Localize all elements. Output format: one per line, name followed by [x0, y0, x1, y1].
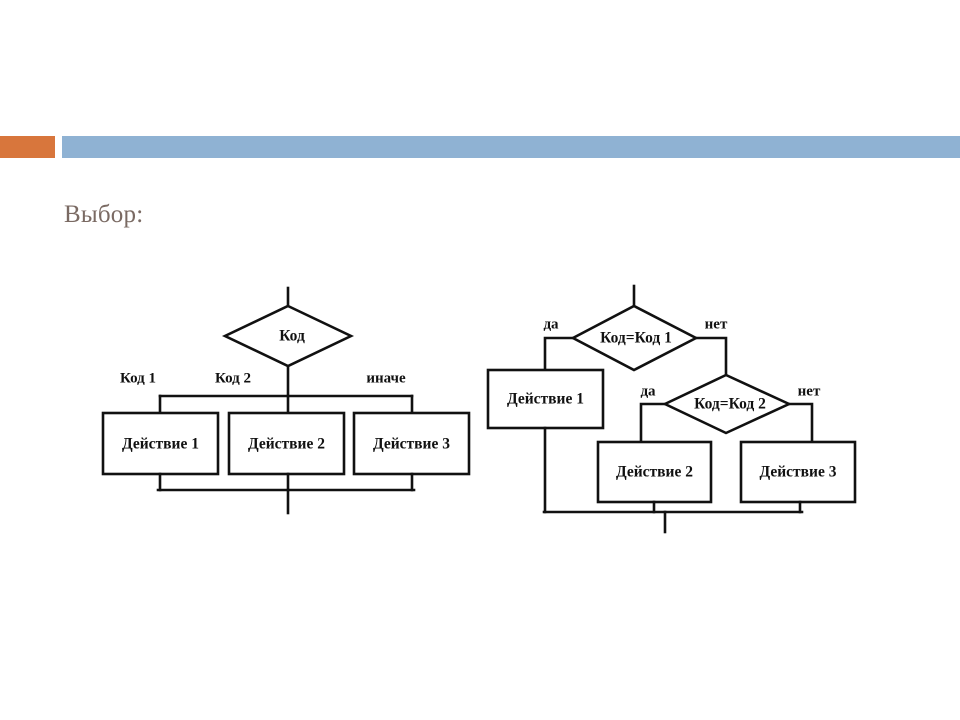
- right-action-box-2: [596, 440, 713, 504]
- left-branch-label-3: иначе: [366, 370, 406, 386]
- left-action-label-3: Действие 3: [373, 436, 450, 453]
- right-branch-label-no-1: нет: [705, 316, 728, 332]
- right-action-box-1: [486, 368, 605, 430]
- right-flowchart: Код=Код 1 да нет Действие 1 Код=Код 2 да…: [486, 284, 857, 534]
- left-action-label-1: Действие 1: [122, 436, 199, 453]
- decision-diamond-kod-label: Код: [279, 328, 305, 345]
- right-action-label-2: Действие 2: [616, 464, 693, 481]
- decision-diamond-2: [661, 373, 793, 435]
- right-action-label-1: Действие 1: [507, 391, 584, 408]
- accent-bar-orange: [0, 136, 55, 158]
- right-action-label-3: Действие 3: [760, 464, 837, 481]
- right-no-path-2: [787, 402, 814, 444]
- right-yes-path-1: [543, 336, 575, 372]
- right-branch-label-yes-2: да: [640, 383, 656, 399]
- decision-diamond-1-label: Код=Код 1: [600, 330, 672, 347]
- right-no-path-1: [694, 336, 728, 377]
- decision-diamond-2-label: Код=Код 2: [694, 396, 766, 413]
- decision-diamond-1: [570, 304, 699, 372]
- right-yes-path-2: [639, 402, 667, 444]
- left-branch-label-1: Код 1: [120, 370, 156, 386]
- right-action-box-3: [739, 440, 857, 504]
- accent-bar-blue: [62, 136, 960, 158]
- left-branch-label-2: Код 2: [215, 370, 251, 386]
- diagram-area: Код Код 1 Код 2 иначе Действие 1 Действи…: [0, 270, 960, 540]
- right-branch-label-no-2: нет: [798, 383, 821, 399]
- left-action-box-2: [227, 411, 346, 476]
- left-flowchart: Код Код 1 Код 2 иначе Действие 1 Действи…: [101, 286, 471, 515]
- left-action-label-2: Действие 2: [248, 436, 325, 453]
- page-title: Выбор:: [64, 201, 144, 228]
- right-branch-label-yes-1: да: [543, 316, 559, 332]
